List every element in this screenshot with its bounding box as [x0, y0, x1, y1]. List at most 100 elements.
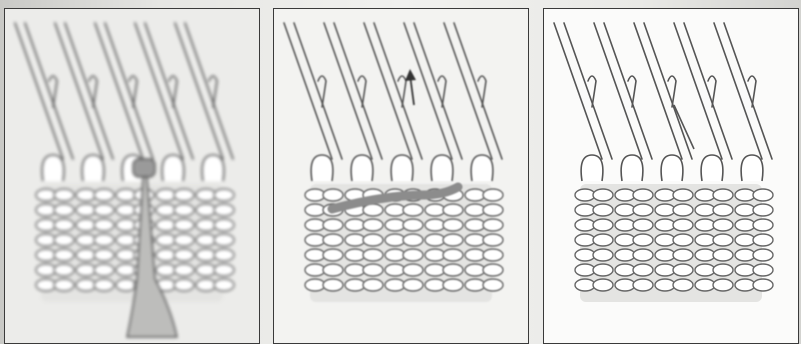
stitch-leg [196, 234, 216, 246]
stitch-leg [323, 249, 343, 261]
stitch-leg [345, 279, 365, 291]
stitch-leg [575, 204, 595, 216]
stitch-leg [673, 249, 693, 261]
stitch-leg [116, 264, 136, 276]
needle-hook [398, 76, 406, 107]
stitch-leg [363, 249, 383, 261]
stitch-leg [483, 234, 503, 246]
stitch-leg [214, 264, 234, 276]
stitch-leg [76, 189, 96, 201]
stitch-leg [156, 249, 176, 261]
stitch-leg [695, 279, 715, 291]
stitch-leg [655, 249, 675, 261]
stitch-loop [351, 155, 373, 181]
panel-2-drawing [274, 9, 528, 343]
stitch-leg [196, 189, 216, 201]
stitch-leg [76, 249, 96, 261]
stitch-leg [593, 189, 613, 201]
stitch-loop [391, 155, 413, 181]
stitch-leg [214, 219, 234, 231]
stitch-leg [116, 234, 136, 246]
stitch-leg [673, 279, 693, 291]
stitch-leg [94, 219, 114, 231]
stitch-leg [425, 234, 445, 246]
stitch-loop [471, 155, 493, 181]
panel-1 [4, 8, 260, 344]
stitch-leg [713, 264, 733, 276]
stitch-leg [94, 204, 114, 216]
stitch-loop [202, 155, 224, 181]
stitch-leg [593, 234, 613, 246]
stitch-leg [695, 264, 715, 276]
stitch-leg [156, 189, 176, 201]
stitch-leg [655, 219, 675, 231]
stitch-leg [76, 264, 96, 276]
stitch-leg [214, 189, 234, 201]
stitch-leg [483, 279, 503, 291]
stitch-leg [116, 279, 136, 291]
stitch-leg [465, 249, 485, 261]
stitch-leg [385, 204, 405, 216]
stitch-leg [615, 234, 635, 246]
stitch-leg [593, 204, 613, 216]
stitch-leg [615, 264, 635, 276]
stitch-leg [575, 189, 595, 201]
stitch-leg [695, 249, 715, 261]
stitch-leg [575, 234, 595, 246]
stitch-loop [581, 155, 603, 181]
stitch-loop [42, 155, 64, 181]
stitch-leg [655, 264, 675, 276]
stitch-leg [633, 249, 653, 261]
stitch-leg [385, 264, 405, 276]
stitch-leg [735, 279, 755, 291]
stitch-leg [633, 204, 653, 216]
needle-line [724, 23, 772, 159]
stitch-leg [36, 219, 56, 231]
stitch-leg [403, 249, 423, 261]
stitch-leg [633, 189, 653, 201]
stitch-leg [443, 279, 463, 291]
needle-line [145, 23, 193, 159]
stitch-leg [323, 219, 343, 231]
stitch-leg [615, 189, 635, 201]
stitch-leg [673, 204, 693, 216]
stitch-leg [425, 219, 445, 231]
stitch-leg [575, 279, 595, 291]
stitch-leg [465, 234, 485, 246]
stitch-leg [425, 249, 445, 261]
stitch-leg [713, 249, 733, 261]
needle-line [564, 23, 612, 159]
stitch-leg [36, 279, 56, 291]
stitch-leg [214, 234, 234, 246]
stitch-loop [82, 155, 104, 181]
stitch-leg [753, 279, 773, 291]
stitch-leg [323, 234, 343, 246]
stitch-leg [655, 204, 675, 216]
stitch-leg [196, 204, 216, 216]
needle-line [454, 23, 502, 159]
stitch-leg [753, 249, 773, 261]
stitch-leg [94, 234, 114, 246]
needle-line [334, 23, 382, 159]
stitch-leg [174, 219, 194, 231]
stitch-loop [311, 155, 333, 181]
stitch-leg [403, 279, 423, 291]
needle-line [65, 23, 113, 159]
stitch-leg [385, 279, 405, 291]
stitch-leg [174, 264, 194, 276]
stitch-leg [196, 249, 216, 261]
stitch-leg [76, 219, 96, 231]
stitch-leg [76, 279, 96, 291]
stitch-leg [483, 219, 503, 231]
stitch-leg [575, 249, 595, 261]
stitch-leg [363, 219, 383, 231]
stitch-loop [621, 155, 643, 181]
stitch-leg [753, 189, 773, 201]
stitch-leg [36, 264, 56, 276]
needle-hook [478, 76, 486, 107]
needle-hook [318, 76, 326, 107]
stitch-leg [615, 279, 635, 291]
stitch-leg [443, 264, 463, 276]
stitch-loop [741, 155, 763, 181]
stitch-leg [54, 204, 74, 216]
